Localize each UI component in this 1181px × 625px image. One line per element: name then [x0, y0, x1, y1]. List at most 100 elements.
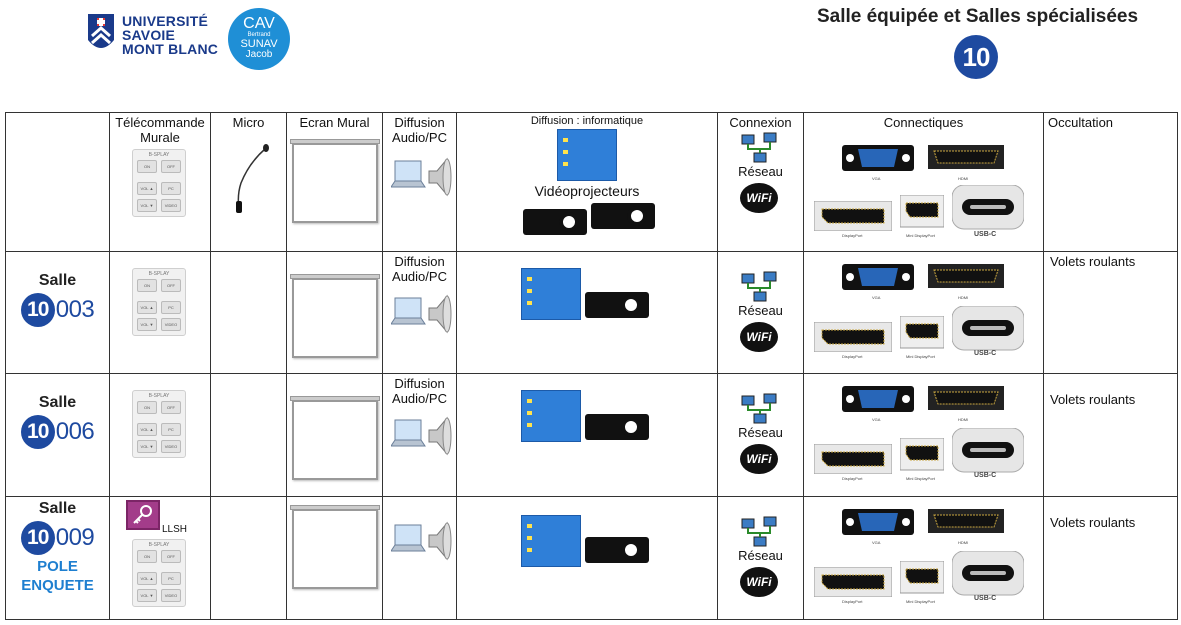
- room-row-10009: Salle 10 009 POLE ENQUETE LLSH B-SPLAY O…: [5, 496, 1178, 620]
- rooms-equipment-table: Télécommande Murale B-SPLAY ON OFF VOL ▲…: [5, 112, 1178, 620]
- vga-port-icon: [842, 145, 914, 171]
- projectors-label: Vidéoprojecteurs: [534, 183, 640, 199]
- wall-screen-icon: [290, 396, 380, 480]
- wifi-icon: WiFi: [740, 567, 778, 597]
- remote-cell: B-SPLAY ON OFF VOL ▲ PC VOL ▼ VIDEO: [109, 251, 211, 374]
- wall-remote-icon: B-SPLAY ON OFF VOL ▲ PC VOL ▼ VIDEO: [132, 149, 186, 217]
- wall-screen-icon: [290, 274, 380, 358]
- micro-cell: [210, 496, 287, 620]
- wall-screen-icon: [290, 139, 380, 223]
- wall-remote-icon: B-SPLAY ON OFF VOL ▲ PC VOL ▼ VIDEO: [132, 268, 186, 336]
- mini-displayport-icon: [900, 561, 944, 594]
- room-number: 10 003: [6, 293, 109, 327]
- network-icon: [741, 271, 777, 302]
- mini-displayport-icon: [900, 438, 944, 471]
- audio-cell: [382, 496, 457, 620]
- hdmi-port-icon: [928, 264, 1004, 288]
- projector-icon: [585, 414, 649, 440]
- building-badge: 10: [954, 35, 998, 79]
- header-micro-cell: Micro: [210, 112, 287, 252]
- projector-icon: [585, 292, 649, 318]
- page-title: Salle équipée et Salles spécialisées: [816, 6, 1139, 27]
- usb-c-port-icon: [952, 428, 1024, 473]
- blackout-cell: Volets roulants: [1043, 496, 1178, 620]
- remote-cell: B-SPLAY ON OFF VOL ▲ PC VOL ▼ VIDEO: [109, 373, 211, 497]
- network-icon: [741, 516, 777, 547]
- computer-cell: [456, 496, 718, 620]
- connectors-cell: VGA HDMI DisplayPort Mini DisplayPort U: [803, 496, 1044, 620]
- laptop-speaker-icon: [391, 157, 452, 197]
- screen-cell: [286, 496, 383, 620]
- computer-display-icon: [557, 129, 617, 181]
- screen-cell: [286, 251, 383, 374]
- wifi-icon: WiFi: [740, 322, 778, 352]
- laptop-speaker-icon: [391, 521, 452, 561]
- room-number: 10 006: [6, 415, 109, 449]
- displayport-port-icon: [814, 567, 892, 597]
- access-key-icon: [126, 500, 160, 530]
- audio-cell: Diffusion Audio/PC: [382, 251, 457, 374]
- mini-displayport-icon: [900, 316, 944, 349]
- laptop-speaker-icon: [391, 294, 452, 334]
- wall-remote-icon: B-SPLAY ON OFF VOL ▲ PC VOL ▼ VIDEO: [132, 390, 186, 458]
- pole-enquete-label: POLE ENQUETE: [21, 558, 94, 594]
- screen-cell: [286, 373, 383, 497]
- network-cell: Réseau WiFi: [717, 373, 804, 497]
- header-remote-cell: Télécommande Murale B-SPLAY ON OFF VOL ▲…: [109, 112, 211, 252]
- header-network-cell: Connexion Réseau WiFi: [717, 112, 804, 252]
- blackout-cell: Volets roulants: [1043, 373, 1178, 497]
- network-cell: Réseau WiFi: [717, 251, 804, 374]
- network-icon: [741, 393, 777, 424]
- key-icon: [133, 505, 152, 524]
- header-audio-cell: Diffusion Audio/PC: [382, 112, 457, 252]
- room-cell: Salle 10 009 POLE ENQUETE: [5, 496, 110, 620]
- projector-icon: [523, 209, 587, 235]
- displayport-port-icon: [814, 444, 892, 474]
- micro-cell: [210, 373, 287, 497]
- room-cell: Salle 10 006: [5, 373, 110, 497]
- university-name: UNIVERSITÉ SAVOIE MONT BLANC: [122, 13, 219, 57]
- computer-display-icon: [521, 515, 581, 567]
- connectors-cell: VGA HDMI DisplayPort Mini DisplayPort U: [803, 373, 1044, 497]
- usb-c-port-icon: [952, 551, 1024, 596]
- vga-port-icon: [842, 386, 914, 412]
- room-cell: Salle 10 003: [5, 251, 110, 374]
- vga-port-icon: [842, 264, 914, 290]
- network-cell: Réseau WiFi: [717, 496, 804, 620]
- projector-icon: [591, 203, 655, 229]
- wifi-icon: WiFi: [740, 183, 778, 213]
- microphone-icon: [236, 144, 269, 213]
- connectors-cell: VGA HDMI DisplayPort Mini DisplayPort U: [803, 251, 1044, 374]
- micro-cell: [210, 251, 287, 374]
- computer-display-icon: [521, 268, 581, 320]
- usmb-logo: UNIVERSITÉ SAVOIE MONT BLANC: [86, 10, 226, 60]
- header-blackout-cell: Occultation: [1043, 112, 1178, 252]
- hdmi-port-icon: [928, 509, 1004, 533]
- network-icon: [741, 132, 777, 163]
- computer-display-icon: [521, 390, 581, 442]
- vga-port-icon: [842, 509, 914, 535]
- room-row-10006: Salle 10 006 B-SPLAY ON OFF VOL ▲ PC VOL…: [5, 373, 1178, 497]
- header-screen-cell: Ecran Mural: [286, 112, 383, 252]
- room-number: 10 009: [6, 521, 109, 555]
- header-corner-cell: [5, 112, 110, 252]
- wall-screen-icon: [290, 505, 380, 589]
- header-connectors-cell: Connectiques VGA HDMI DisplayPort Mini: [803, 112, 1044, 252]
- blackout-cell: Volets roulants: [1043, 251, 1178, 374]
- remote-cell: LLSH B-SPLAY ON OFF VOL ▲ PC VOL ▼ VIDEO: [109, 496, 211, 620]
- displayport-port-icon: [814, 201, 892, 231]
- audio-cell: Diffusion Audio/PC: [382, 373, 457, 497]
- computer-cell: [456, 373, 718, 497]
- projector-icon: [585, 537, 649, 563]
- computer-cell: [456, 251, 718, 374]
- hdmi-port-icon: [928, 145, 1004, 169]
- header-computer-cell: Diffusion : informatique Vidéoprojecteur…: [456, 112, 718, 252]
- laptop-speaker-icon: [391, 416, 452, 456]
- wifi-icon: WiFi: [740, 444, 778, 474]
- displayport-port-icon: [814, 322, 892, 352]
- university-shield-icon: [88, 14, 114, 48]
- table-header-row: Télécommande Murale B-SPLAY ON OFF VOL ▲…: [5, 112, 1178, 252]
- usb-c-port-icon: [952, 306, 1024, 351]
- cav-sunav-logo: CAV Bertrand SUNAV Jacob: [228, 8, 290, 70]
- room-row-10003: Salle 10 003 B-SPLAY ON OFF VOL ▲ PC VOL…: [5, 251, 1178, 374]
